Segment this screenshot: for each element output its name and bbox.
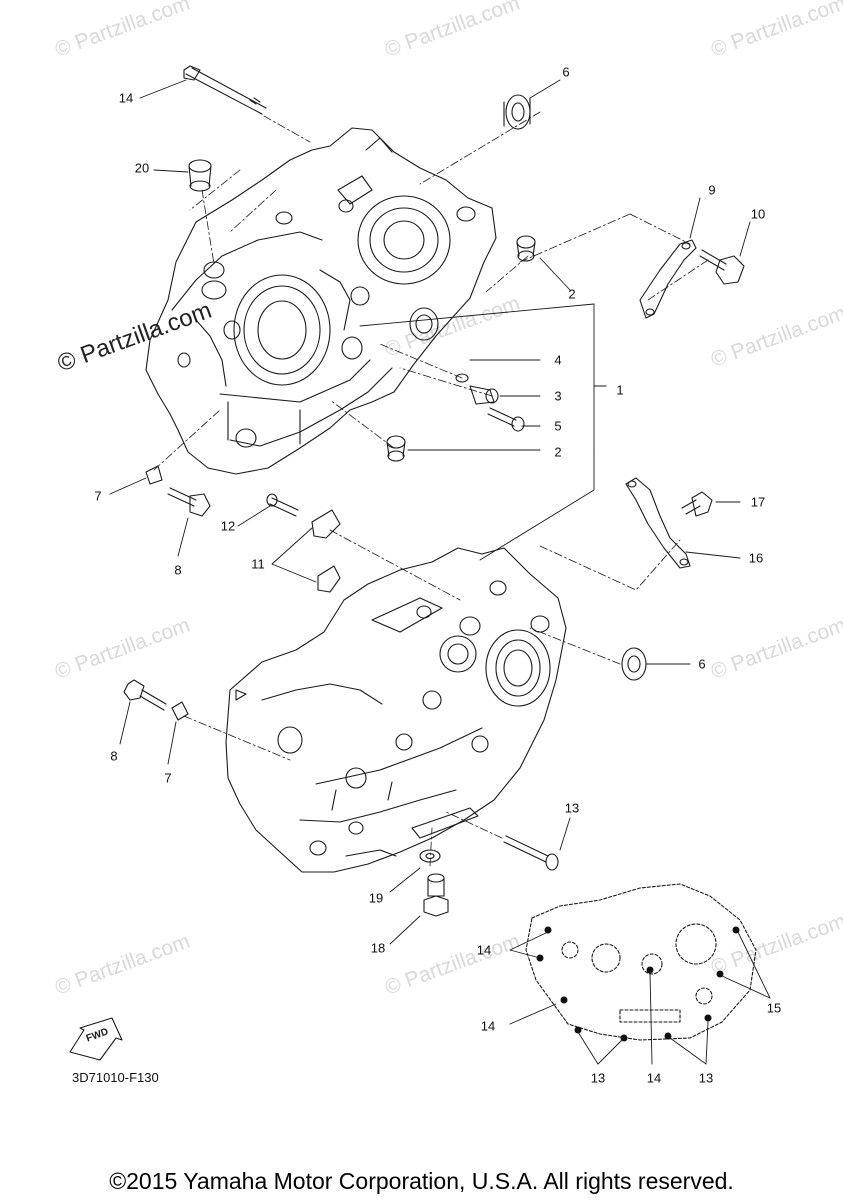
oil-nozzle-part xyxy=(469,385,499,405)
callout-label: 7 xyxy=(94,488,102,504)
copyright-notice: ©2015 Yamaha Motor Corporation, U.S.A. A… xyxy=(109,1168,734,1194)
flange-bolt-part xyxy=(681,491,713,517)
bolt-part xyxy=(266,493,299,517)
washer-plate-part xyxy=(171,701,189,721)
stay-plate-part xyxy=(639,239,697,319)
stay-plate-part xyxy=(625,477,691,569)
callout-label: 13 xyxy=(590,1070,606,1086)
callout-label: 14 xyxy=(476,942,492,958)
lower-crankcase-half xyxy=(225,547,567,873)
plate-part xyxy=(311,509,341,593)
oil-seal-part xyxy=(503,94,531,130)
callout-label: 7 xyxy=(164,770,172,786)
screw-part xyxy=(487,407,525,432)
diagram-code: 3D71010-F130 xyxy=(72,1070,159,1085)
callout-label: 11 xyxy=(251,556,265,572)
callout-label: 10 xyxy=(750,206,766,222)
callout-label: 13 xyxy=(564,800,580,816)
callout-label: 17 xyxy=(750,494,766,510)
callout-label: 6 xyxy=(562,64,570,80)
callout-bracket xyxy=(359,303,607,561)
callout-label: 8 xyxy=(174,562,182,578)
leader-line xyxy=(109,79,771,1065)
callout-label: 15 xyxy=(766,1000,782,1016)
callout-label: 16 xyxy=(748,550,764,566)
callout-label: 14 xyxy=(118,90,134,106)
dowel-pin-part xyxy=(516,235,536,262)
drain-bolt-part xyxy=(423,873,449,917)
upper-crankcase-half xyxy=(145,127,497,475)
callout-label: 14 xyxy=(480,1018,496,1034)
callout-label: 13 xyxy=(698,1070,714,1086)
bolt-location-marker xyxy=(536,926,740,1042)
bolt-part xyxy=(503,835,559,871)
flange-bolt-part xyxy=(167,487,211,517)
flange-bolt-part xyxy=(123,679,167,711)
callout-label: 8 xyxy=(110,748,118,764)
dowel-pin-part xyxy=(386,435,406,462)
fastener-map-inset xyxy=(525,883,757,1041)
callout-label: 9 xyxy=(708,182,716,198)
callout-label: 1 xyxy=(616,382,624,398)
o-ring-part xyxy=(455,373,469,383)
callout-label: 4 xyxy=(554,352,562,368)
callout-label: 18 xyxy=(370,940,386,956)
callout-label: 2 xyxy=(554,444,562,460)
long-bolt-part xyxy=(183,65,267,115)
callout-label: 2 xyxy=(568,286,576,302)
dowel-collar-part xyxy=(188,159,212,192)
assembly-line xyxy=(153,111,709,867)
fwd-arrow-icon xyxy=(69,1017,123,1061)
callout-label: 19 xyxy=(368,890,384,906)
callout-label: 3 xyxy=(554,388,562,404)
callout-label: 20 xyxy=(134,160,150,176)
oil-seal-part xyxy=(621,647,647,681)
flange-bolt-part xyxy=(699,249,745,285)
washer-plate-part xyxy=(145,465,163,485)
callout-label: 6 xyxy=(698,656,706,672)
callout-label: 12 xyxy=(220,518,236,534)
callout-label: 5 xyxy=(554,418,562,434)
callout-label: 14 xyxy=(646,1070,662,1086)
